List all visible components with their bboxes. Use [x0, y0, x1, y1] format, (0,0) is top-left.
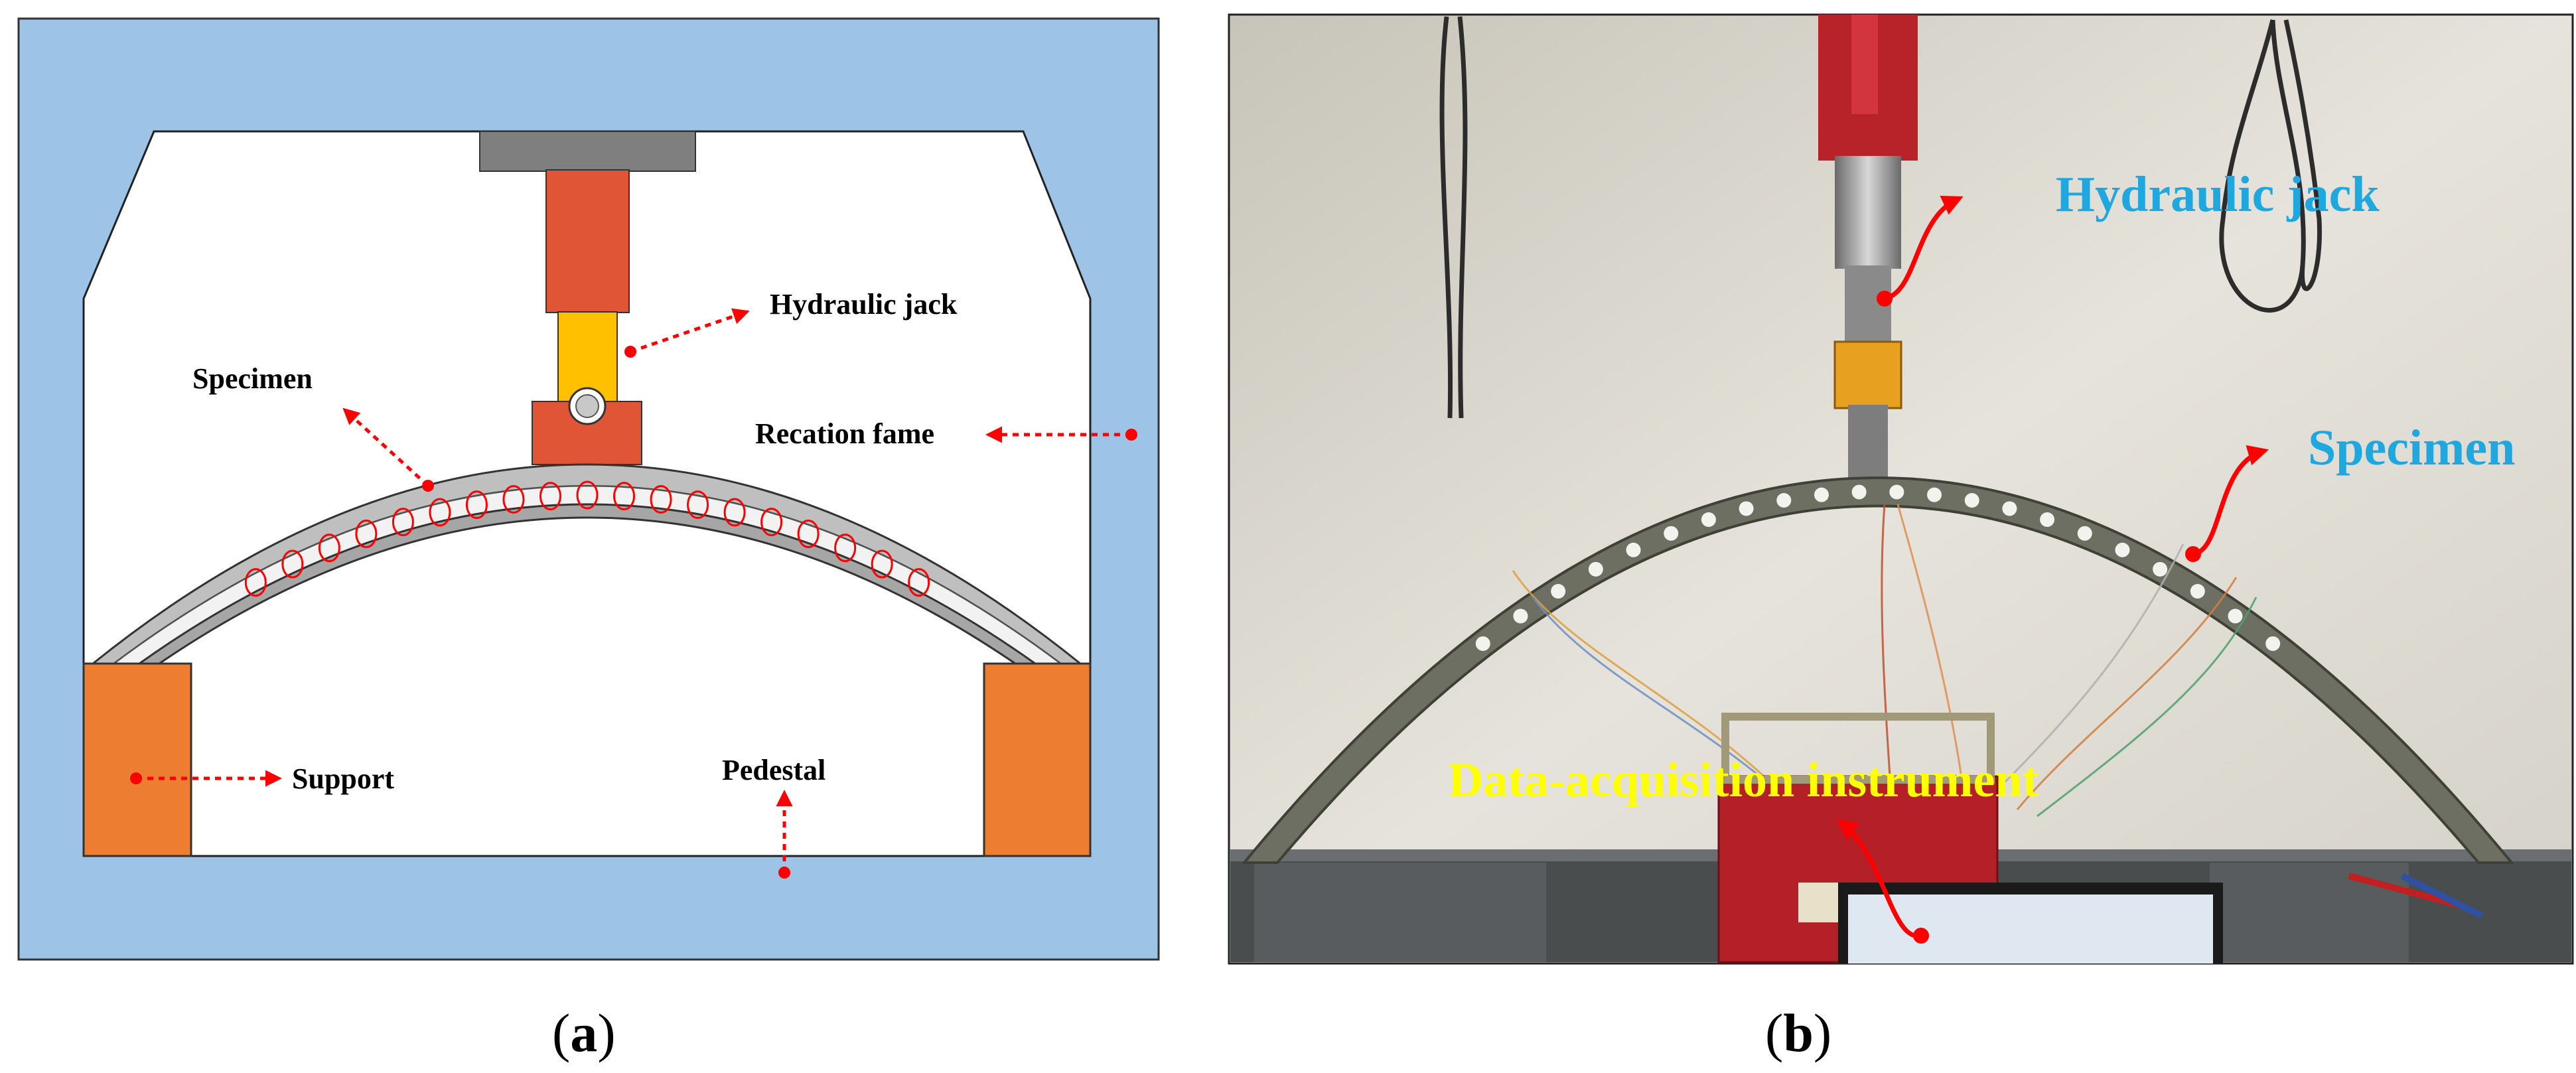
- arch-hole: [281, 549, 304, 579]
- photo-arch-hole: [1664, 526, 1679, 541]
- arch-hole: [613, 482, 636, 511]
- support-left: [82, 662, 192, 857]
- photo-arch-hole: [1588, 561, 1603, 577]
- photo-arch-hole: [1701, 512, 1716, 528]
- photo-arch-hole: [2228, 608, 2243, 624]
- photo-arch-hole: [1776, 492, 1792, 508]
- arch-holes: [244, 480, 930, 597]
- arch-hole: [687, 490, 709, 520]
- arch-hole: [502, 485, 525, 514]
- photo-arch-hole: [2190, 584, 2205, 599]
- photo-arch-hole: [1551, 584, 1566, 599]
- photo-arch-hole: [2002, 501, 2017, 516]
- arch-hole: [760, 508, 783, 537]
- jack-body: [545, 169, 630, 313]
- photo-arch-holes: [1475, 484, 2281, 651]
- arch-hole: [650, 485, 672, 514]
- photo-arch-hole: [2077, 526, 2092, 541]
- arch-hole: [429, 498, 451, 527]
- jack-cap-plate: [479, 131, 696, 172]
- photo-arch-hole: [1927, 487, 1942, 502]
- arch-hole: [355, 520, 378, 549]
- photo-arch-hole: [1814, 487, 1829, 502]
- support-right: [983, 662, 1092, 857]
- test-setup-photo: Hydraulic jack Specimen Data-acquisition…: [1228, 13, 2574, 965]
- arch-hole: [392, 508, 414, 537]
- arch-hole: [908, 568, 930, 597]
- panel-b-photo: Hydraulic jack Specimen Data-acquisition…: [1221, 0, 2576, 1073]
- arch-hole: [576, 480, 599, 510]
- schematic-arrows: [136, 308, 1131, 873]
- photo-arch-hole: [2040, 512, 2055, 528]
- photo-label-hydraulic-jack: Hydraulic jack: [2056, 167, 2380, 222]
- photo-arch-hole: [1964, 492, 1979, 508]
- arch-hole: [465, 490, 488, 520]
- arch-hole: [797, 520, 820, 549]
- photo-label-specimen: Specimen: [2308, 420, 2515, 476]
- panel-a-schematic: Hydraulic jack Specimen Recation fame Su…: [0, 0, 1181, 1073]
- label-support: Support: [292, 762, 394, 795]
- photo-load-cell: [1833, 340, 1902, 409]
- photo-arch-hole: [2115, 542, 2130, 557]
- arch-hole: [834, 534, 857, 563]
- arch-hole: [539, 482, 561, 511]
- photo-arch-hole: [1626, 542, 1641, 557]
- caption-a: (a): [552, 1003, 616, 1063]
- label-hydraulic-jack: Hydraulic jack: [770, 288, 958, 321]
- arch-hole: [871, 549, 893, 579]
- photo-arch-hole: [1851, 484, 1867, 500]
- label-specimen: Specimen: [192, 362, 313, 395]
- caption-b: (b): [1765, 1003, 1832, 1063]
- arch-hole: [723, 498, 746, 527]
- label-pedestal: Pedestal: [722, 754, 825, 786]
- photo-arch-hole: [1889, 484, 1904, 500]
- photo-jack-cylinder: [1835, 156, 1901, 269]
- schematic-drawing: Hydraulic jack Specimen Recation fame Su…: [17, 17, 1160, 961]
- arch-hole: [244, 568, 267, 597]
- photo-arch-hole: [1513, 608, 1528, 624]
- photo-arch-hole: [1739, 501, 1754, 516]
- label-reaction-frame: Recation fame: [755, 417, 934, 450]
- photo-label-daq: Data-acquisition instrument: [1448, 753, 2039, 808]
- arch-hole: [318, 534, 340, 563]
- photo-arch: [1241, 476, 2515, 864]
- photo-arch-hole: [2265, 636, 2281, 651]
- photo-arch-hole: [1475, 636, 1490, 651]
- photo-arch-hole: [2153, 561, 2168, 577]
